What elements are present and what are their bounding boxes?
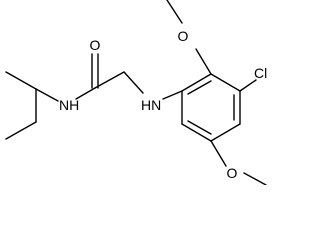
bond-ch-nh bbox=[35, 88, 59, 102]
bond-ch2-ch3 bbox=[5, 121, 37, 140]
bond-ring-methoxy-top bbox=[195, 48, 212, 75]
ring-bond-1 bbox=[181, 73, 212, 92]
bonds bbox=[5, 0, 267, 185]
atom-labels: O NH HN O Cl O bbox=[59, 28, 267, 181]
methoxy-bottom-oxygen-label: O bbox=[227, 165, 238, 181]
bond-nh-ring bbox=[162, 90, 183, 100]
carbonyl-oxygen-label: O bbox=[90, 37, 101, 53]
structure-diagram: O NH HN O Cl O bbox=[5, 0, 267, 185]
bond-ring-chlorine bbox=[239, 79, 257, 92]
methoxy-top-oxygen-label: O bbox=[178, 28, 189, 44]
ring-bond-2 bbox=[210, 73, 241, 92]
ring-bond-4 bbox=[210, 123, 241, 142]
bond-ring-methoxy-bottom bbox=[210, 140, 227, 167]
ring-bond-5-inner bbox=[187, 120, 212, 135]
ring-bond-1-inner bbox=[187, 80, 212, 95]
bond-nh-carbonyl bbox=[75, 87, 96, 100]
bond-methoxy-bottom-methyl bbox=[243, 172, 267, 185]
amide-nh-label: NH bbox=[59, 97, 79, 113]
chlorine-label: Cl bbox=[254, 65, 267, 81]
aryl-nh-label: HN bbox=[141, 97, 161, 113]
bond-methyl-branch bbox=[5, 71, 37, 90]
bond-carbonyl-ch2 bbox=[94, 71, 125, 89]
bond-methoxy-top-methyl bbox=[166, 0, 183, 24]
bond-ch2-nh bbox=[123, 71, 144, 94]
ring-bond-5 bbox=[181, 123, 212, 142]
